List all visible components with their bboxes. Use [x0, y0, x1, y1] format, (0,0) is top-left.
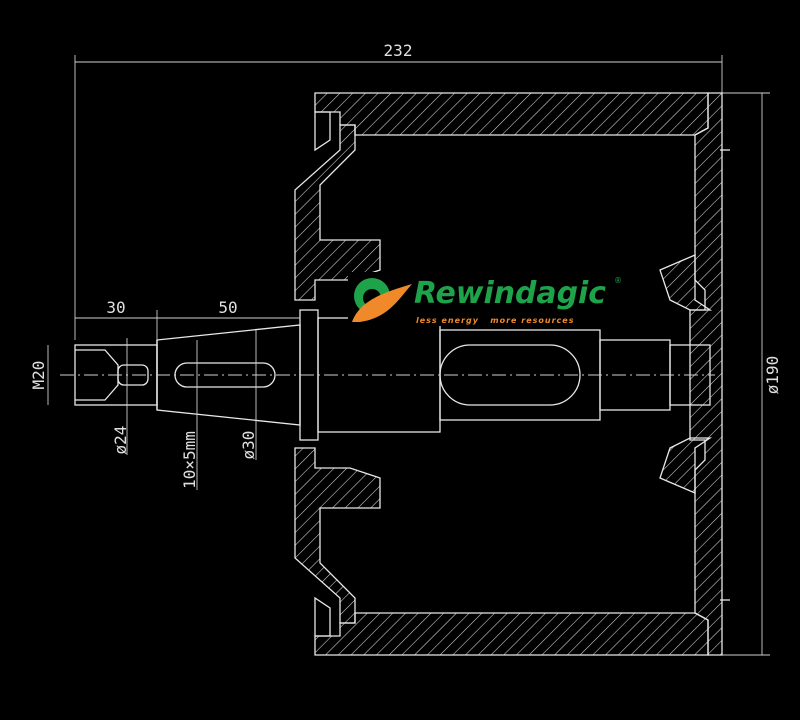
dim-m20: M20 [29, 361, 48, 390]
dim-50: 50 [218, 298, 237, 317]
logo-name: Rewindagic [414, 276, 606, 311]
dim-190: ø190 [763, 356, 782, 395]
dim-key: 10×5mm [180, 431, 199, 489]
logo-tagline: less energy more resources [416, 316, 574, 325]
drum-shell [314, 92, 730, 656]
shaft-dimensions: 30 50 M20 ø24 10×5mm ø30 [29, 298, 300, 490]
shaft [60, 309, 715, 441]
dim-232: 232 [384, 41, 413, 60]
left-flange [294, 111, 381, 637]
dim-24: ø24 [111, 426, 130, 455]
brand-logo: Rewindagic ® less energy more resources [348, 272, 628, 326]
dimension-overall: 232 [74, 41, 723, 340]
dim-30-diameter: ø30 [239, 431, 258, 460]
dim-30: 30 [106, 298, 125, 317]
logo-registered: ® [614, 276, 622, 285]
dimension-drum-diameter: ø190 [722, 92, 782, 656]
